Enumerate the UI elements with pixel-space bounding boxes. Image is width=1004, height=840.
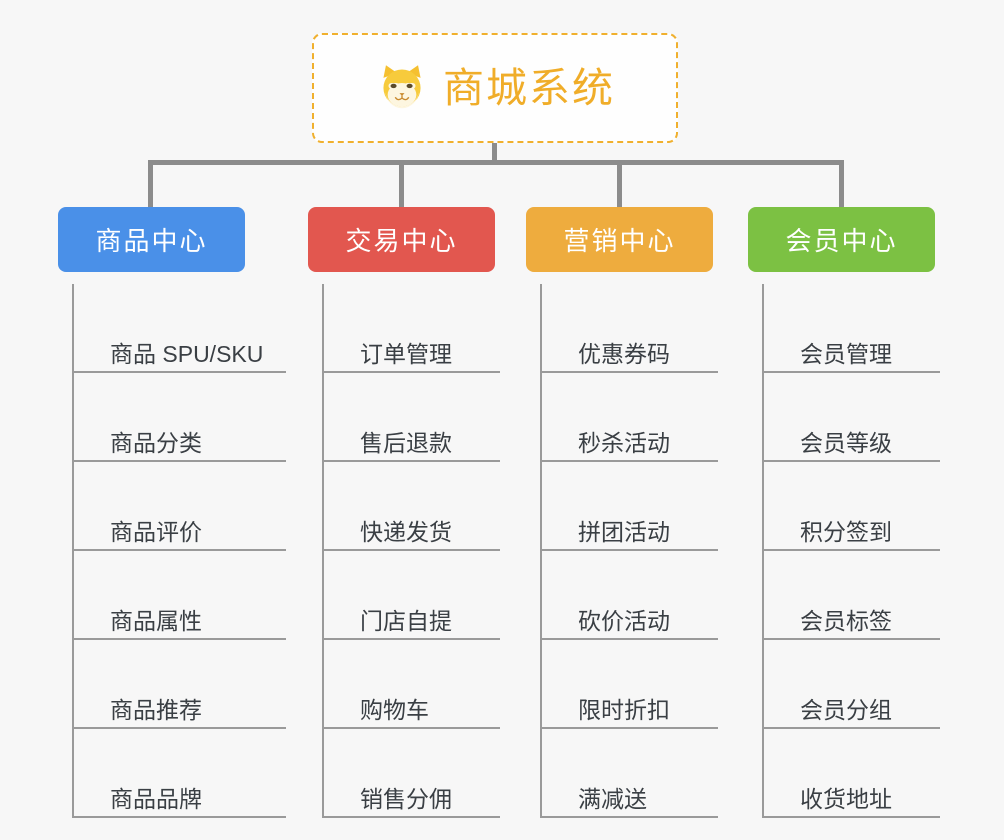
list-item[interactable]: 订单管理 [324,284,500,373]
list-item-label: 订单管理 [360,340,452,367]
connector-drop-2 [399,160,404,208]
list-item-label: 快递发货 [360,518,452,545]
branch-body: 优惠券码 秒杀活动 拼团活动 砍价活动 限时折扣 满减送 [540,284,754,818]
list-item[interactable]: 积分签到 [764,462,940,551]
list-item[interactable]: 商品推荐 [74,640,286,729]
list-item[interactable]: 会员标签 [764,551,940,640]
list-item[interactable]: 快递发货 [324,462,500,551]
branch-header-label: 商品中心 [95,226,208,256]
list-item-label: 商品品牌 [110,785,202,812]
branch-header-label: 营销中心 [563,226,676,256]
list-item[interactable]: 会员分组 [764,640,940,729]
branch-header-marketing-center[interactable]: 营销中心 [526,207,713,272]
list-item-label: 限时折扣 [578,696,670,723]
branch-header-label: 交易中心 [345,226,458,256]
list-item[interactable]: 商品分类 [74,373,286,462]
branch-header-product-center[interactable]: 商品中心 [58,207,245,272]
list-item[interactable]: 限时折扣 [542,640,718,729]
connector-root-stem [492,143,497,164]
branch-marketing-center: 营销中心 优惠券码 秒杀活动 拼团活动 砍价活动 限时折扣 满减送 [526,207,754,818]
branch-header-member-center[interactable]: 会员中心 [748,207,935,272]
branch-body: 订单管理 售后退款 快递发货 门店自提 购物车 销售分佣 [322,284,536,818]
list-item-label: 商品分类 [110,429,202,456]
list-item[interactable]: 优惠券码 [542,284,718,373]
branch-body: 会员管理 会员等级 积分签到 会员标签 会员分组 收货地址 [762,284,976,818]
connector-drop-3 [617,160,622,208]
list-item[interactable]: 销售分佣 [324,729,500,818]
list-item-label: 会员标签 [800,607,892,634]
shiba-dog-face-icon [383,65,421,109]
list-item[interactable]: 门店自提 [324,551,500,640]
list-item-label: 会员管理 [800,340,892,367]
list-item-label: 商品评价 [110,518,202,545]
list-item-label: 砍价活动 [578,607,670,634]
list-item[interactable]: 收货地址 [764,729,940,818]
connector-drop-1 [148,160,153,208]
root-node[interactable]: 商城系统 [312,33,678,143]
list-item-label: 会员分组 [800,696,892,723]
list-item-label: 秒杀活动 [578,429,670,456]
list-item[interactable]: 秒杀活动 [542,373,718,462]
connector-drop-4 [839,160,844,208]
branch-trade-center: 交易中心 订单管理 售后退款 快递发货 门店自提 购物车 销售分佣 [308,207,536,818]
list-item-label: 积分签到 [800,518,892,545]
list-item[interactable]: 会员管理 [764,284,940,373]
list-item[interactable]: 砍价活动 [542,551,718,640]
list-item[interactable]: 满减送 [542,729,718,818]
list-item-label: 门店自提 [360,607,452,634]
list-item-label: 购物车 [360,696,429,723]
list-item[interactable]: 商品评价 [74,462,286,551]
root-title: 商城系统 [443,64,615,111]
list-item-label: 优惠券码 [578,340,670,367]
list-item-label: 收货地址 [800,785,892,812]
list-item[interactable]: 会员等级 [764,373,940,462]
list-item-label: 商品推荐 [110,696,202,723]
list-item[interactable]: 购物车 [324,640,500,729]
list-item-label: 满减送 [578,785,647,812]
connector-horizontal-bus [148,160,844,165]
branch-header-trade-center[interactable]: 交易中心 [308,207,495,272]
branch-body: 商品 SPU/SKU 商品分类 商品评价 商品属性 商品推荐 商品品牌 [72,284,286,818]
list-item-label: 售后退款 [360,429,452,456]
list-item[interactable]: 商品属性 [74,551,286,640]
list-item[interactable]: 商品品牌 [74,729,286,818]
list-item[interactable]: 售后退款 [324,373,500,462]
list-item[interactable]: 拼团活动 [542,462,718,551]
branch-product-center: 商品中心 商品 SPU/SKU 商品分类 商品评价 商品属性 商品推荐 商品品牌 [58,207,286,818]
list-item-label: 商品 SPU/SKU [110,340,264,367]
branch-header-label: 会员中心 [785,226,898,256]
branch-member-center: 会员中心 会员管理 会员等级 积分签到 会员标签 会员分组 收货地址 [748,207,976,818]
list-item-label: 商品属性 [110,607,202,634]
list-item-label: 会员等级 [800,429,892,456]
list-item-label: 销售分佣 [360,785,452,812]
list-item[interactable]: 商品 SPU/SKU [74,284,286,373]
list-item-label: 拼团活动 [578,518,670,545]
